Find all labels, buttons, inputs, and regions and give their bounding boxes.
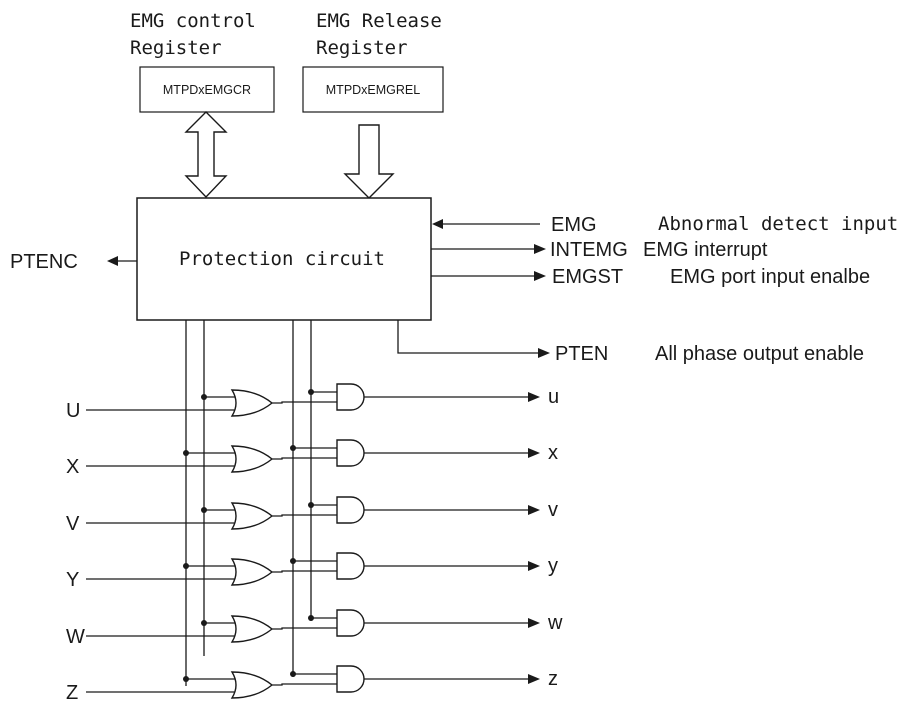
or-gate bbox=[230, 389, 274, 417]
and-gate bbox=[336, 383, 365, 411]
gate-row-1: Xx bbox=[66, 439, 558, 478]
signal-name-pten: PTEN bbox=[555, 343, 608, 365]
or-gate bbox=[230, 502, 274, 530]
release-register-label: MTPDxEMGREL bbox=[326, 83, 421, 97]
junction-dot bbox=[201, 620, 207, 626]
signal-name-emg: EMG bbox=[551, 214, 597, 236]
output-arrow bbox=[528, 448, 540, 458]
output-arrow bbox=[528, 505, 540, 515]
emgst-arrow bbox=[534, 271, 546, 281]
output-arrow bbox=[528, 392, 540, 402]
phase-input-label: X bbox=[66, 456, 79, 478]
and-gate bbox=[336, 665, 365, 693]
junction-dot bbox=[290, 558, 296, 564]
junction-dot bbox=[290, 671, 296, 677]
phase-output-label: x bbox=[548, 442, 558, 464]
output-arrow bbox=[528, 561, 540, 571]
signal-name-intemg: INTEMG bbox=[550, 239, 628, 261]
or-gate bbox=[230, 615, 274, 643]
junction-dot bbox=[308, 502, 314, 508]
output-arrow bbox=[528, 618, 540, 628]
control-register-label: MTPDxEMGCR bbox=[163, 83, 251, 97]
gate-row-5: Zz bbox=[66, 665, 558, 704]
and-gate bbox=[336, 609, 365, 637]
gate-row-0: Uu bbox=[66, 383, 559, 422]
junction-dot bbox=[308, 389, 314, 395]
control-register-title-2: Register bbox=[130, 37, 222, 59]
signal-desc-emgst: EMG port input enalbe bbox=[670, 266, 870, 288]
protection-circuit-box bbox=[136, 197, 432, 321]
phase-output-label: u bbox=[548, 386, 559, 408]
and-gate bbox=[336, 439, 365, 467]
phase-input-label: V bbox=[66, 513, 80, 535]
signal-desc-pten: All phase output enable bbox=[655, 343, 864, 365]
junction-dot bbox=[308, 615, 314, 621]
signal-name-emgst: EMGST bbox=[552, 266, 623, 288]
phase-input-label: Z bbox=[66, 682, 78, 704]
gate-row-3: Yy bbox=[66, 552, 558, 591]
junction-dot bbox=[201, 507, 207, 513]
release-register-title-2: Register bbox=[316, 37, 408, 59]
or-gate bbox=[230, 671, 274, 699]
output-arrow bbox=[528, 674, 540, 684]
junction-dot bbox=[183, 676, 189, 682]
and-gate bbox=[336, 552, 365, 580]
ptenc-arrow bbox=[107, 256, 118, 266]
control-register-title-1: EMG control bbox=[130, 10, 256, 32]
phase-output-label: v bbox=[548, 499, 558, 521]
bidirectional-bus-arrow bbox=[184, 111, 228, 199]
or-gate bbox=[230, 558, 274, 586]
phase-output-label: z bbox=[548, 668, 558, 690]
pten-arrow bbox=[538, 348, 550, 358]
control-register-box bbox=[139, 66, 275, 113]
junction-dot bbox=[183, 563, 189, 569]
junction-dot bbox=[201, 394, 207, 400]
phase-input-label: Y bbox=[66, 569, 79, 591]
protection-circuit-label: Protection circuit bbox=[179, 248, 385, 270]
junction-dot bbox=[183, 450, 189, 456]
phase-output-label: y bbox=[548, 555, 558, 577]
junction-dot bbox=[290, 445, 296, 451]
phase-input-label: U bbox=[66, 400, 80, 422]
and-gate bbox=[336, 496, 365, 524]
ptenc-label: PTENC bbox=[10, 251, 78, 273]
gate-row-4: Ww bbox=[66, 609, 563, 648]
phase-output-label: w bbox=[547, 612, 563, 634]
phase-input-label: W bbox=[66, 626, 85, 648]
gate-row-2: Vv bbox=[66, 496, 558, 535]
release-register-title-1: EMG Release bbox=[316, 10, 442, 32]
release-bus-arrow bbox=[343, 124, 395, 199]
emg-input-arrow bbox=[432, 219, 443, 229]
signal-desc-emg: Abnormal detect input bbox=[658, 213, 898, 235]
release-register-box bbox=[302, 66, 444, 113]
or-gate bbox=[230, 445, 274, 473]
intemg-arrow bbox=[534, 244, 546, 254]
signal-desc-intemg: EMG interrupt bbox=[643, 239, 768, 261]
